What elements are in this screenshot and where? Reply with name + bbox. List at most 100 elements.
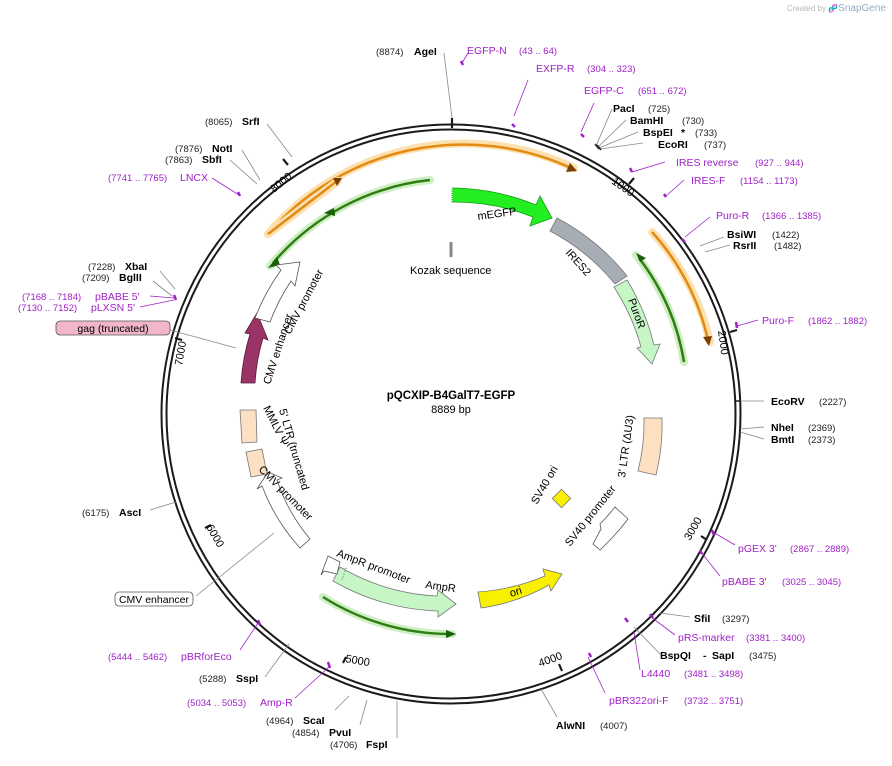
primer-l4440-name: L4440 [641, 668, 670, 680]
site-nheI-name: NheI [771, 422, 794, 434]
plasmid-name: pQCXIP-B4GalT7-EGFP [387, 390, 516, 402]
ori-feature [477, 568, 563, 609]
orange-arc-arrow-top-line [267, 143, 572, 235]
site-srfI-pos: (8065) [205, 117, 232, 128]
site-alwNI-pos: (4007) [600, 721, 627, 732]
site-sapI-pos: (3475) [749, 651, 776, 662]
primer-plxsn5-name: pLXSN 5' [91, 302, 135, 314]
primer-egfp-n-range: (43 .. 64) [519, 46, 557, 57]
green-arc-arrow-top [266, 176, 434, 270]
primer-markers [172, 60, 739, 669]
ltr3-feature [637, 417, 663, 476]
backbone-inner-circle [165, 128, 737, 700]
site-ecoRV-name: EcoRV [771, 396, 805, 408]
site-notI-name: NotI [212, 143, 232, 155]
ampr-promoter-feature [320, 555, 341, 576]
site-ecoRI-pos: (737) [704, 140, 726, 151]
site-sfiI-pos: (3297) [722, 614, 749, 625]
primer-labels: EGFP-N (43 .. 64) EXFP-R (304 .. 323) EG… [18, 45, 867, 709]
tick-label-5000: 5000 [344, 653, 370, 669]
site-bmtI-name: BmtI [771, 434, 794, 446]
primer-amp-r-range: (5034 .. 5053) [187, 698, 246, 709]
cmv-promoter-low-feature [256, 471, 311, 549]
site-fspI-pos: (4706) [330, 740, 357, 751]
site-bspEI-star: * [681, 127, 686, 139]
site-ascI-pos: (6175) [82, 508, 109, 519]
primer-pbrforeco-name: pBRforEco [181, 651, 232, 663]
primer-puro-f-range: (1862 .. 1882) [808, 316, 867, 327]
credit-brand: SnapGene [838, 3, 886, 14]
site-bspEI-pos: (733) [695, 128, 717, 139]
tick-label-7000: 7000 [173, 340, 189, 366]
site-bamHI-name: BamHI [630, 115, 663, 127]
primer-puro-r-range: (1366 .. 1385) [762, 211, 821, 222]
site-xbaI-name: XbaI [125, 261, 147, 273]
kozak-label: Kozak sequence [410, 265, 491, 277]
site-bamHI-pos: (730) [682, 116, 704, 127]
green-arc-arrowhead-small [324, 208, 335, 216]
orange-arc-arrow-left-line [267, 180, 338, 235]
site-fspI-name: FspI [366, 739, 388, 751]
primer-egfp-c-name: EGFP-C [584, 85, 624, 97]
primer-ires-reverse-range: (927 .. 944) [755, 158, 804, 169]
site-pvuI-pos: (4854) [292, 728, 319, 739]
gag-label-box [55, 320, 171, 336]
megfp-label: mEGFP [477, 206, 517, 223]
orange-arc-arrow-right-line [651, 231, 710, 341]
tick-label-6000: 6000 [203, 523, 226, 550]
primer-egfp-n-name: EGFP-N [467, 45, 507, 57]
site-sfiI-name: SfiI [694, 613, 710, 625]
credit-prefix: Created by [786, 4, 826, 13]
primer-pbrforeco-range: (5444 .. 5462) [108, 652, 167, 663]
cmv-enhancer-label-box [114, 591, 194, 607]
site-pacI-name: PacI [613, 103, 635, 115]
ampr-dotted [341, 567, 347, 581]
ires2-feature [549, 217, 628, 285]
primer-exfp-r-range: (304 .. 323) [587, 64, 636, 75]
ltr5-feature [245, 448, 268, 478]
green-arc-arrow-top-line [272, 178, 431, 264]
primer-lncx-range: (7741 .. 7765) [108, 173, 167, 184]
primer-leader-lines [139, 52, 759, 699]
cmv-enhancer-outside-label: CMV enhancer [119, 594, 190, 606]
cmv-enhancer-up-feature [254, 261, 301, 323]
site-bspQI-name: BspQI [660, 650, 691, 662]
site-nheI-pos: (2369) [808, 423, 835, 434]
site-rsrII-name: RsrII [733, 240, 756, 252]
leader-lines [149, 52, 765, 738]
site-scaI-name: ScaI [303, 715, 325, 727]
primer-plxsn5-range: (7130 .. 7152) [18, 303, 77, 314]
primer-pbabe5-name: pBABE 5' [95, 291, 140, 303]
primer-ires-f-name: IRES-F [691, 175, 725, 187]
primer-pbr322ori-f-range: (3732 .. 3751) [684, 696, 743, 707]
snapgene-logo-icon: 🧬 [828, 4, 839, 13]
site-srfI-name: SrfI [242, 116, 260, 128]
green-arc-arrowhead-bottom [446, 630, 456, 638]
primer-pbabe5-range: (7168 .. 7184) [22, 292, 81, 303]
primer-puro-r-name: Puro-R [716, 210, 750, 222]
site-labels: (8874) AgeI (8065) SrfI (7876) NotI (786… [82, 46, 846, 751]
ori-label: ori [508, 585, 523, 600]
site-bsiWI-name: BsiWI [727, 229, 756, 241]
ampr-feature [332, 566, 457, 618]
site-pvuI-name: PvuI [329, 727, 351, 739]
primer-pgex3-range: (2867 .. 2889) [790, 544, 849, 555]
site-bglII-pos: (7209) [82, 273, 109, 284]
site-bglII-name: BglII [119, 272, 142, 284]
green-arc-arrow-bottom-line [322, 595, 450, 636]
primer-ires-f-range: (1154 .. 1173) [740, 176, 798, 187]
site-pacI-pos: (725) [648, 104, 670, 115]
site-sbfI-name: SbfI [202, 154, 222, 166]
tick-marks [174, 118, 738, 672]
snapgene-credit: Created by 🧬SnapGene [787, 3, 886, 14]
site-sbfI-pos: (7863) [165, 155, 192, 166]
primer-puro-f-name: Puro-F [762, 315, 794, 327]
gag-outside-label: gag (truncated) [77, 323, 148, 335]
plasmid-length: 8889 bp [431, 404, 471, 416]
site-bspEI-name: BspEI [643, 127, 673, 139]
ltr3-label: 3' LTR (ΔU3) [616, 414, 637, 478]
site-rsrII-pos: (1482) [774, 241, 801, 252]
orange-arc-arrowhead-left [333, 178, 342, 186]
primer-pbabe3-range: (3025 .. 3045) [782, 577, 841, 588]
primer-prs-marker-range: (3381 .. 3400) [746, 633, 805, 644]
